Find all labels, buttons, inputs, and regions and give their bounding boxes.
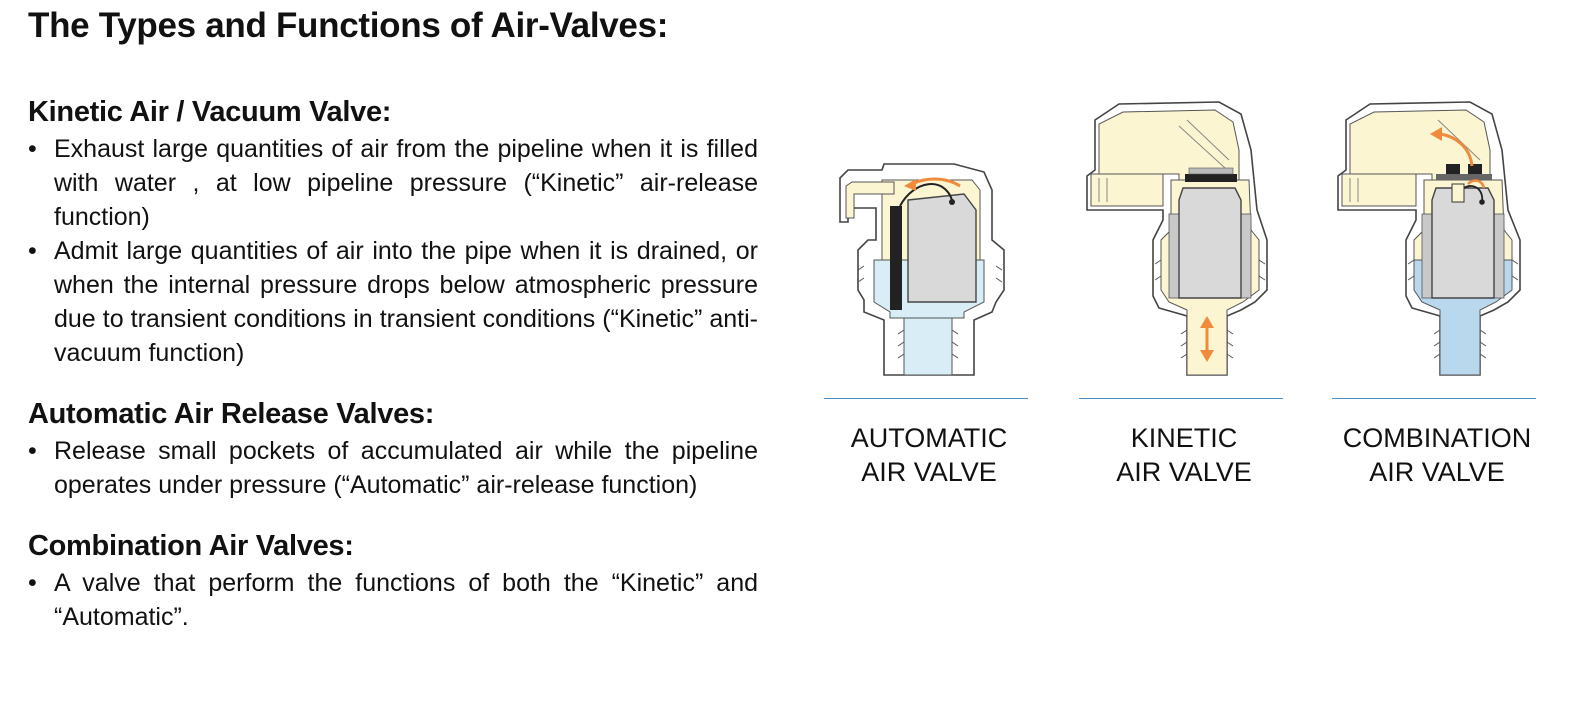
- bullet-item: Exhaust large quantities of air from the…: [28, 132, 758, 234]
- automatic-valve-figure: AUTOMATIC AIR VALVE: [824, 90, 1034, 489]
- combination-valve-figure: COMBINATION AIR VALVE: [1332, 90, 1542, 489]
- section-automatic: Automatic Air Release Valves: Release sm…: [28, 394, 758, 502]
- bullet-list-automatic: Release small pockets of accumulated air…: [28, 434, 758, 502]
- valve-label-line: AUTOMATIC: [850, 423, 1008, 453]
- divider-line: [1079, 398, 1283, 399]
- bullet-item: Release small pockets of accumulated air…: [28, 434, 758, 502]
- combination-valve-diagram: [1337, 101, 1521, 376]
- valve-descriptions: Kinetic Air / Vacuum Valve: Exhaust larg…: [28, 92, 758, 658]
- page-title: The Types and Functions of Air-Valves:: [28, 6, 669, 45]
- bullet-item: Admit large quantities of air into the p…: [28, 234, 758, 370]
- valve-label: COMBINATION AIR VALVE: [1332, 421, 1542, 489]
- valve-label-line: KINETIC: [1130, 423, 1238, 453]
- bullet-list-kinetic: Exhaust large quantities of air from the…: [28, 132, 758, 370]
- divider-line: [824, 398, 1028, 399]
- section-heading-automatic: Automatic Air Release Valves:: [28, 398, 435, 430]
- section-combination: Combination Air Valves: A valve that per…: [28, 526, 758, 634]
- automatic-valve-diagram: [839, 163, 1005, 376]
- valve-label-line: AIR VALVE: [1369, 457, 1505, 487]
- valve-label-line: COMBINATION: [1342, 423, 1532, 453]
- valve-illustrations: AUTOMATIC AIR VALVE: [820, 90, 1580, 510]
- divider-line: [1332, 398, 1536, 399]
- section-heading-kinetic: Kinetic Air / Vacuum Valve:: [28, 96, 392, 128]
- valve-label-line: AIR VALVE: [1116, 457, 1252, 487]
- kinetic-valve-diagram: [1086, 101, 1268, 376]
- bullet-list-combination: A valve that perform the functions of bo…: [28, 566, 758, 634]
- kinetic-valve-figure: KINETIC AIR VALVE: [1079, 90, 1289, 489]
- valve-label: KINETIC AIR VALVE: [1079, 421, 1289, 489]
- valve-label: AUTOMATIC AIR VALVE: [824, 421, 1034, 489]
- valve-label-line: AIR VALVE: [861, 457, 997, 487]
- section-heading-combination: Combination Air Valves:: [28, 530, 354, 562]
- section-kinetic: Kinetic Air / Vacuum Valve: Exhaust larg…: [28, 92, 758, 370]
- bullet-item: A valve that perform the functions of bo…: [28, 566, 758, 634]
